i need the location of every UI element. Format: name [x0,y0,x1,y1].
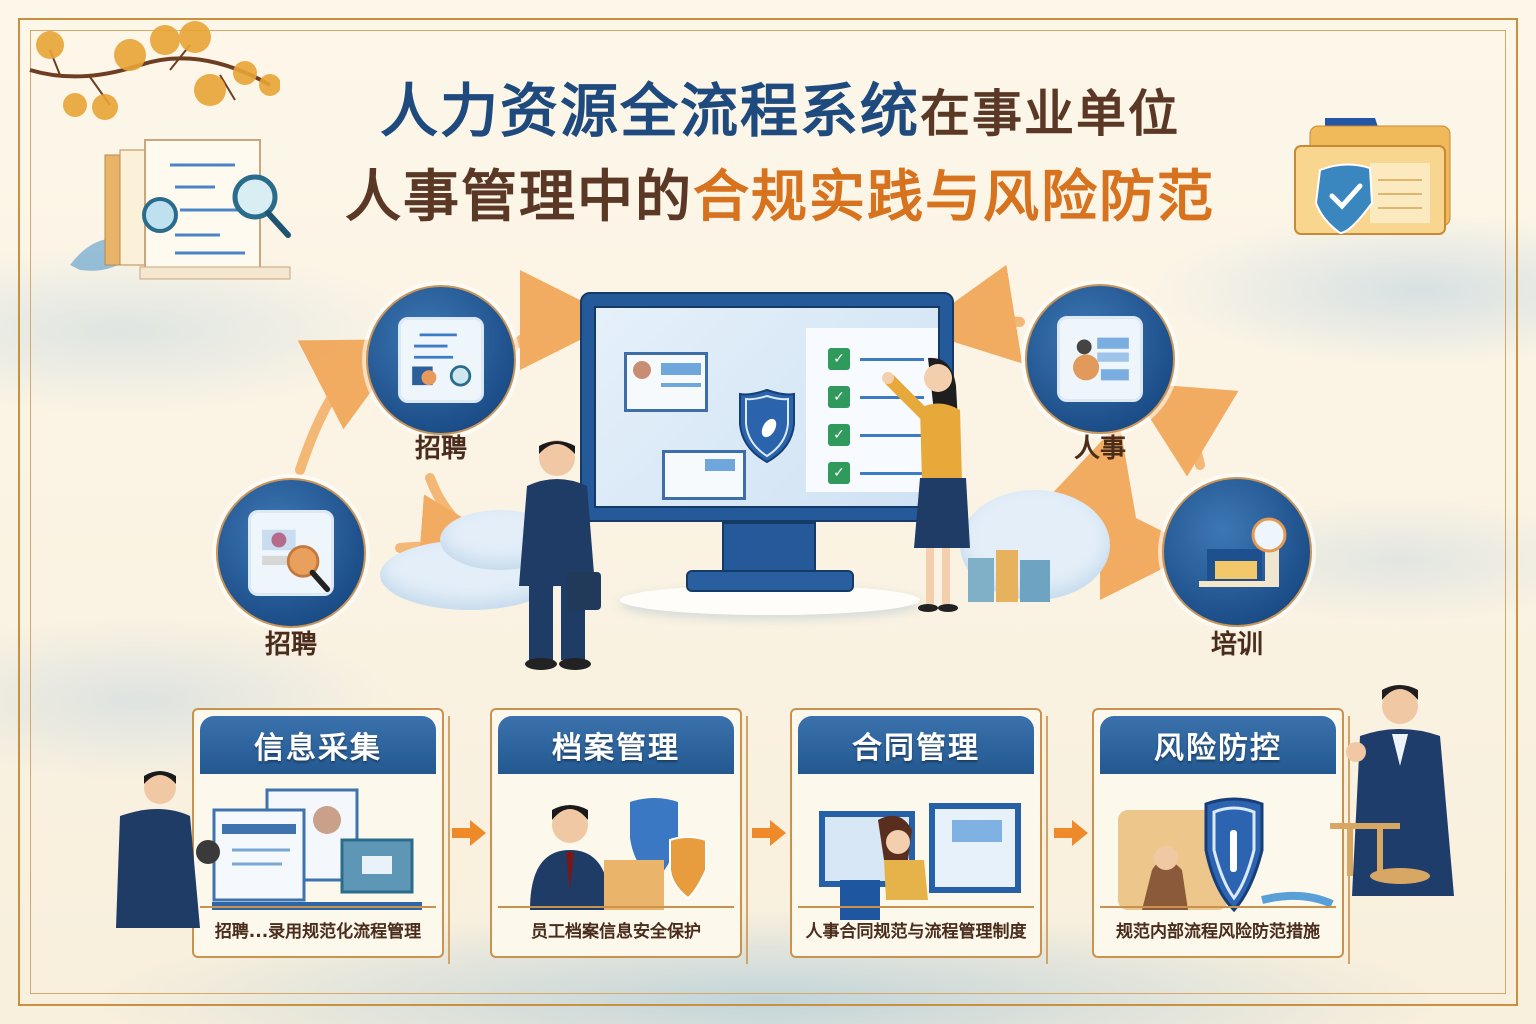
title-line1-part2: 在事业单位 [920,85,1180,143]
central-monitor[interactable]: ✓ ✓ ✓ ✓ [580,292,954,522]
check-icon: ✓ [828,386,850,408]
step-panel-caption: 招聘...录用规范化流程管理 [200,906,436,950]
cycle-node-label: 培训 [1210,630,1263,660]
page-title: 人力资源全流程系统在事业单位 人事管理中的合规实践与风险防范 [300,82,1260,226]
justice-shield-icon [1118,797,1334,913]
inner-frame [30,30,1506,994]
shield-folder-icon [1294,118,1451,235]
step-panel-caption: 员工档案信息安全保护 [498,906,734,950]
check-icon: ✓ [828,348,850,370]
businessman-figure [519,440,601,670]
step-panel-info-collection[interactable]: 信息采集 招聘...录用规范化流程管理 [192,708,450,964]
check-icon: ✓ [828,462,850,484]
check-icon: ✓ [828,424,850,446]
cycle-node-label: 招聘 [414,434,467,464]
document-screens-icon [212,788,422,910]
profile-magnifier-icon [248,510,334,596]
checklist-item: ✓ [828,348,924,370]
cycle-node-recruit-top[interactable] [366,285,516,435]
ginkgo-branch-icon [29,21,280,120]
documents-magnifier-icon [70,139,291,280]
clerk-figure [116,771,220,928]
monitor-base [686,570,854,592]
monitor-screen: ✓ ✓ ✓ ✓ [594,306,940,508]
checklist-item: ✓ [828,462,924,484]
step-panel-archive[interactable]: 档案管理 员工档案信息安全保护 [490,708,748,964]
cycle-node-personnel[interactable] [1025,284,1175,434]
shield-folder-icon [530,798,707,910]
screen-profile-card [624,352,708,412]
shield-icon [739,388,795,464]
screen-image-card [662,450,746,500]
lawyer-figure [1330,685,1454,896]
title-line2-part2: 合规实践与风险防范 [693,165,1215,230]
step-panel-header: 档案管理 [498,716,734,774]
computer-workstation-icon [819,803,1021,920]
checklist-item: ✓ [828,386,924,408]
id-badge-icon [1057,316,1143,402]
step-panel-header: 风险防控 [1100,716,1336,774]
step-arrow-icon [452,820,486,846]
monitor-stand [722,522,816,572]
checklist-item: ✓ [828,424,924,446]
files-stack-icon [968,550,1050,602]
step-panel-caption: 人事合同规范与流程管理制度 [798,906,1034,950]
outer-frame [18,18,1518,1006]
cycle-node-label: 人事 [1073,434,1126,464]
archive-box-icon [1187,509,1287,595]
step-panel-contract[interactable]: 合同管理 人事合同规范与流程管理制度 [790,708,1048,964]
step-panel-risk-control[interactable]: 风险防控 规范内部流程风险防范措施 [1092,708,1350,964]
cycle-node-recruit-bottom[interactable] [216,478,366,628]
woman-presenter-figure [882,357,970,612]
title-line2-part1: 人事管理中的 [345,165,693,230]
step-arrow-icon [752,820,786,846]
document-search-icon [398,317,484,403]
step-panel-header: 信息采集 [200,716,436,774]
step-panel-caption: 规范内部流程风险防范措施 [1100,906,1336,950]
step-arrow-icon [1054,820,1088,846]
cycle-node-label: 招聘 [264,630,317,660]
title-line1-part1: 人力资源全流程系统 [379,77,920,145]
step-panel-header: 合同管理 [798,716,1034,774]
cycle-node-training[interactable] [1162,477,1312,627]
